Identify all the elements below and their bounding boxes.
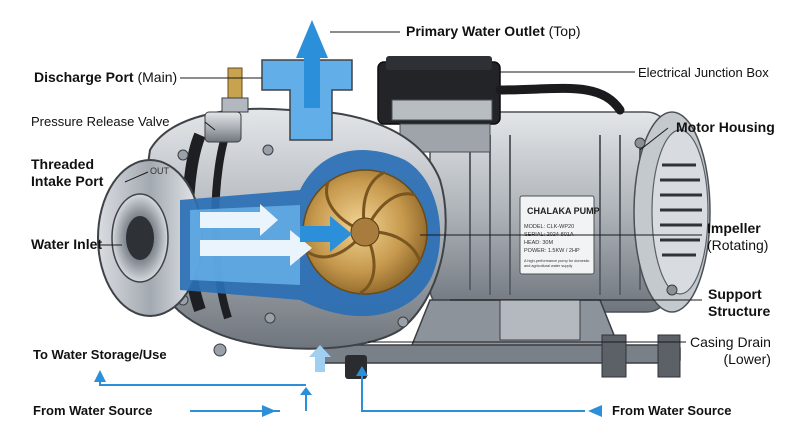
label-support-line1: Support	[708, 286, 762, 302]
label-casing-drain-line1: Casing Drain	[690, 334, 771, 350]
label-discharge-port: Discharge Port (Main)	[34, 70, 177, 85]
label-impeller-line1: Impeller	[707, 220, 761, 236]
label-pressure-release-valve: Pressure Release Valve	[31, 114, 170, 129]
bottom-flow-arrows	[99, 372, 585, 412]
nameplate-head: HEAD: 30M	[524, 240, 553, 246]
label-threaded-intake-line2: Intake Port	[31, 173, 104, 189]
label-to-water-storage: To Water Storage/Use	[33, 347, 167, 362]
casing-out-mark: OUT	[150, 166, 170, 176]
label-support-structure: Support Structure	[708, 286, 770, 320]
pressure-release-valve	[204, 67, 249, 143]
support-structure	[319, 299, 681, 379]
label-casing-drain-line2: (Lower)	[723, 351, 771, 367]
label-threaded-intake-port: Threaded Intake Port	[31, 156, 103, 190]
label-electrical-junction-box: Electrical Junction Box	[638, 65, 769, 80]
label-primary-water-outlet: Primary Water Outlet (Top)	[406, 24, 581, 39]
label-discharge-port-main: Discharge Port	[34, 69, 134, 85]
label-from-water-source-right: From Water Source	[612, 403, 732, 418]
label-threaded-intake-line1: Threaded	[31, 156, 95, 172]
inlet-flange: OUT	[97, 159, 203, 317]
label-water-inlet: Water Inlet	[31, 236, 103, 252]
label-primary-water-outlet-sub: (Top)	[548, 23, 581, 39]
label-primary-water-outlet-main: Primary Water Outlet	[406, 23, 545, 39]
label-impeller-line2: (Rotating)	[707, 237, 769, 253]
leader-lines	[100, 31, 702, 343]
label-motor-housing: Motor Housing	[676, 119, 775, 135]
bottom-arrow-heads	[94, 366, 602, 417]
label-casing-drain: Casing Drain (Lower)	[690, 334, 771, 368]
nameplate-note-2: and agricultural water supply	[524, 264, 572, 268]
motor-housing	[429, 111, 711, 313]
nameplate-model: MODEL: CLK-WP20	[524, 224, 574, 230]
nameplate-brand: CHALAKA PUMP	[527, 206, 600, 216]
label-support-line2: Structure	[708, 303, 771, 319]
label-impeller: Impeller (Rotating)	[707, 220, 768, 254]
nameplate-power: POWER: 1.5KW / 2HP	[524, 248, 580, 254]
label-discharge-port-sub: (Main)	[137, 69, 178, 85]
nameplate-note-1: A high-performance pump for domestic	[524, 259, 590, 263]
electrical-junction-box	[377, 56, 625, 153]
label-from-water-source-left: From Water Source	[33, 403, 153, 418]
flow-arrows	[200, 20, 352, 372]
